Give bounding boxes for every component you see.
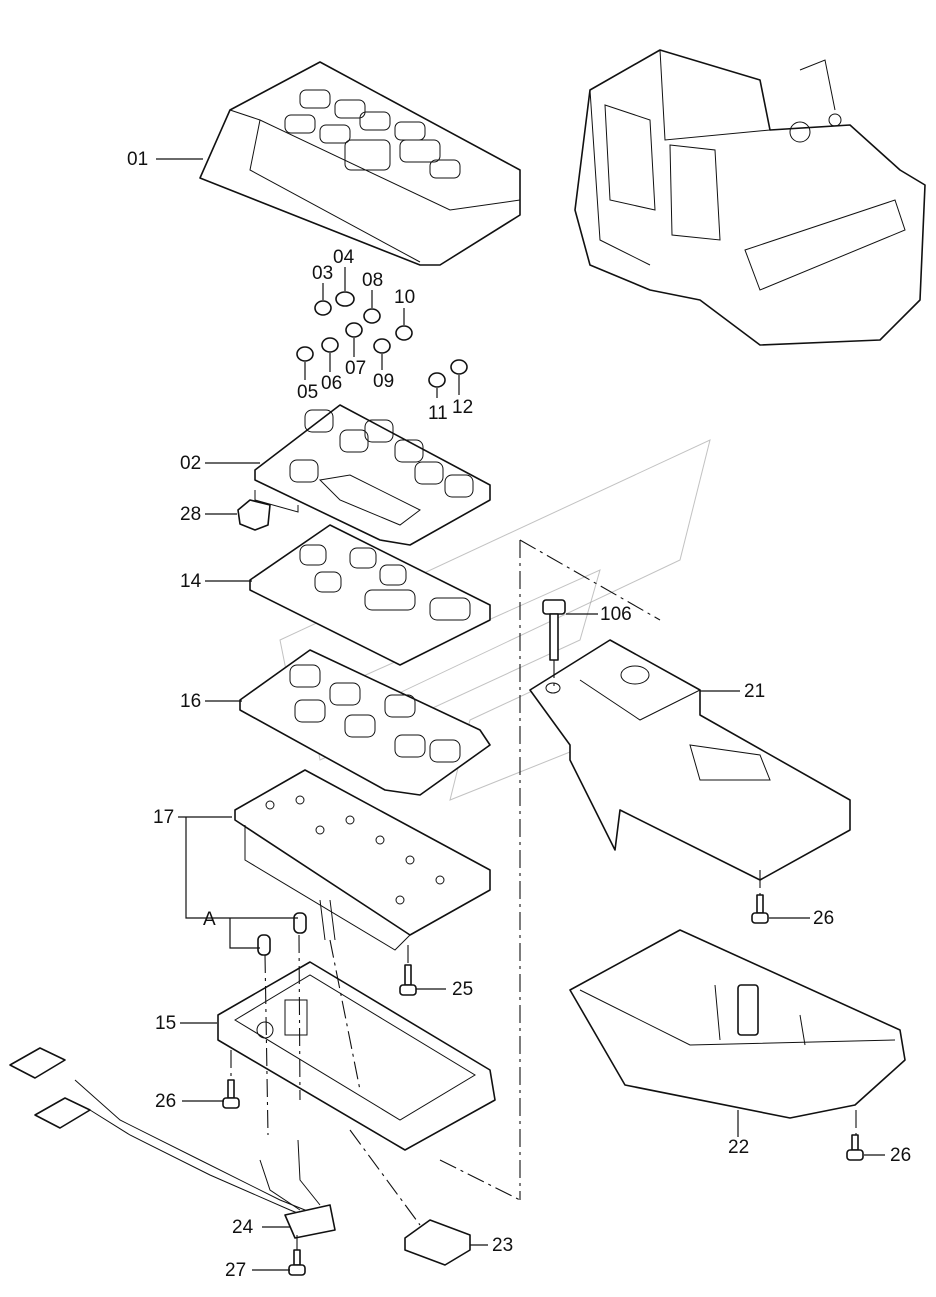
callout-05: 05 — [297, 382, 318, 403]
wire-harness-24 — [9, 1047, 336, 1239]
callout-09: 09 — [373, 371, 394, 392]
callout-01: 01 — [127, 149, 148, 170]
screw-26-cover — [846, 1134, 864, 1161]
callout-02: 02 — [180, 453, 201, 474]
callout-23: 23 — [492, 1235, 513, 1256]
callout-26-left: 26 — [155, 1091, 176, 1112]
callout-24: 24 — [232, 1217, 254, 1238]
screw-26-left — [222, 1079, 240, 1109]
callout-26-bracket: 26 — [813, 908, 834, 929]
screw-26-bracket — [751, 894, 769, 924]
callout-a: A — [203, 909, 216, 930]
bolt-106 — [542, 599, 566, 661]
callout-28: 28 — [180, 504, 201, 525]
callout-22: 22 — [728, 1137, 749, 1158]
callout-10: 10 — [394, 287, 415, 308]
plug-28 — [237, 490, 299, 531]
callout-08: 08 — [362, 270, 383, 291]
callout-26-cover: 26 — [890, 1145, 911, 1166]
callout-06: 06 — [321, 373, 342, 394]
callout-11: 11 — [428, 403, 448, 424]
callout-07: 07 — [345, 358, 366, 379]
cover-panel-01[interactable] — [199, 61, 521, 266]
circuit-board-17 — [234, 769, 491, 951]
callout-25: 25 — [452, 979, 473, 1000]
assembly-guide-lines — [230, 539, 857, 1250]
excavator-cab-illustration — [574, 49, 926, 346]
bracket-21 — [529, 639, 851, 881]
screw-27 — [288, 1249, 306, 1276]
switch-case-15 — [217, 961, 496, 1151]
callout-17: 17 — [153, 807, 174, 828]
callout-04: 04 — [333, 247, 355, 268]
screw-25 — [399, 964, 417, 996]
callout-27: 27 — [225, 1260, 246, 1281]
callout-labels: 01 03 04 08 10 05 06 07 09 11 12 02 28 1… — [127, 149, 911, 1281]
rubber-keypad-16 — [239, 649, 491, 796]
grommet-23 — [404, 1219, 471, 1266]
callout-106: 106 — [600, 604, 632, 625]
small-buttons — [296, 291, 468, 388]
callout-12: 12 — [452, 397, 473, 418]
callout-21: 21 — [744, 681, 765, 702]
callout-03: 03 — [312, 263, 333, 284]
leader-lines — [156, 158, 885, 1271]
callout-15: 15 — [155, 1013, 176, 1034]
switch-sheet-14 — [249, 524, 491, 666]
cover-22 — [569, 929, 906, 1119]
callout-14: 14 — [180, 571, 202, 592]
keypad-frame-02 — [254, 404, 491, 546]
callout-16: 16 — [180, 691, 201, 712]
